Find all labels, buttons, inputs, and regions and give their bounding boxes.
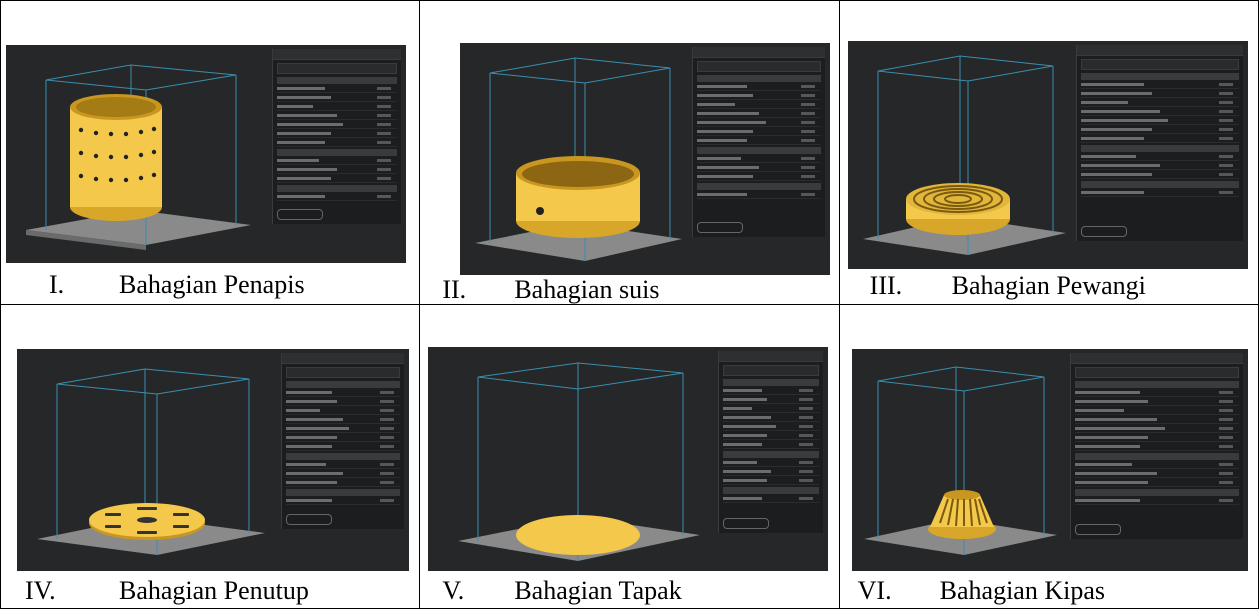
caption-3: III. Bahagian Pewangi [870, 273, 1146, 299]
caption-numeral: IV. [25, 576, 56, 605]
figure-cell-6: VI. Bahagian Kipas [838, 304, 1259, 609]
cura-screenshot-4 [17, 349, 409, 571]
print-settings-panel [272, 49, 401, 224]
viewport-5 [458, 362, 701, 561]
caption-numeral: II. [442, 275, 467, 304]
cura-screenshot-2 [460, 43, 831, 275]
caption-4: IV. Bahagian Penutup [25, 578, 309, 604]
figure-cell-2: II. Bahagian suis [419, 0, 840, 305]
print-settings-panel [1069, 353, 1243, 539]
caption-numeral: I. [49, 270, 65, 299]
recommended-button[interactable] [697, 222, 744, 233]
recommended-button[interactable] [286, 514, 332, 525]
recommended-button[interactable] [1074, 524, 1121, 535]
print-settings-panel [1075, 45, 1243, 241]
figure-cell-5: V. Bahagian Tapak [419, 304, 840, 609]
cura-screenshot-1 [6, 45, 406, 263]
caption-6: VI. Bahagian Kipas [858, 578, 1105, 604]
recommended-button[interactable] [723, 518, 770, 529]
caption-label: Bahagian Penutup [119, 576, 309, 605]
caption-numeral: III. [869, 271, 903, 300]
cura-screenshot-6 [851, 349, 1248, 571]
print-settings-panel [718, 351, 824, 533]
caption-numeral: VI. [857, 576, 892, 605]
figure-cell-4: IV. Bahagian Penutup [0, 304, 421, 609]
caption-numeral: V. [442, 576, 465, 605]
viewport-1 [26, 64, 251, 250]
caption-label: Bahagian Pewangi [951, 271, 1146, 300]
print-settings-panel [692, 47, 826, 237]
caption-label: Bahagian suis [514, 275, 660, 304]
viewport-3 [862, 55, 1066, 255]
caption-label: Bahagian Tapak [514, 576, 682, 605]
viewport-2 [475, 57, 683, 261]
caption-label: Bahagian Kipas [939, 576, 1105, 605]
recommended-button[interactable] [1080, 226, 1127, 237]
print-settings-panel [281, 353, 404, 529]
recommended-button[interactable] [277, 209, 323, 220]
caption-2: II. Bahagian suis [442, 277, 659, 303]
figure-cell-3: III. Bahagian Pewangi [838, 0, 1259, 305]
cura-screenshot-5 [428, 347, 829, 571]
caption-1: I. Bahagian Penapis [49, 272, 305, 298]
caption-5: V. Bahagian Tapak [442, 578, 681, 604]
figure-cell-1: I. Bahagian Penapis [0, 0, 421, 305]
cura-screenshot-3 [847, 41, 1248, 269]
viewport-6 [863, 366, 1057, 555]
viewport-4 [37, 368, 265, 555]
caption-label: Bahagian Penapis [119, 270, 305, 299]
